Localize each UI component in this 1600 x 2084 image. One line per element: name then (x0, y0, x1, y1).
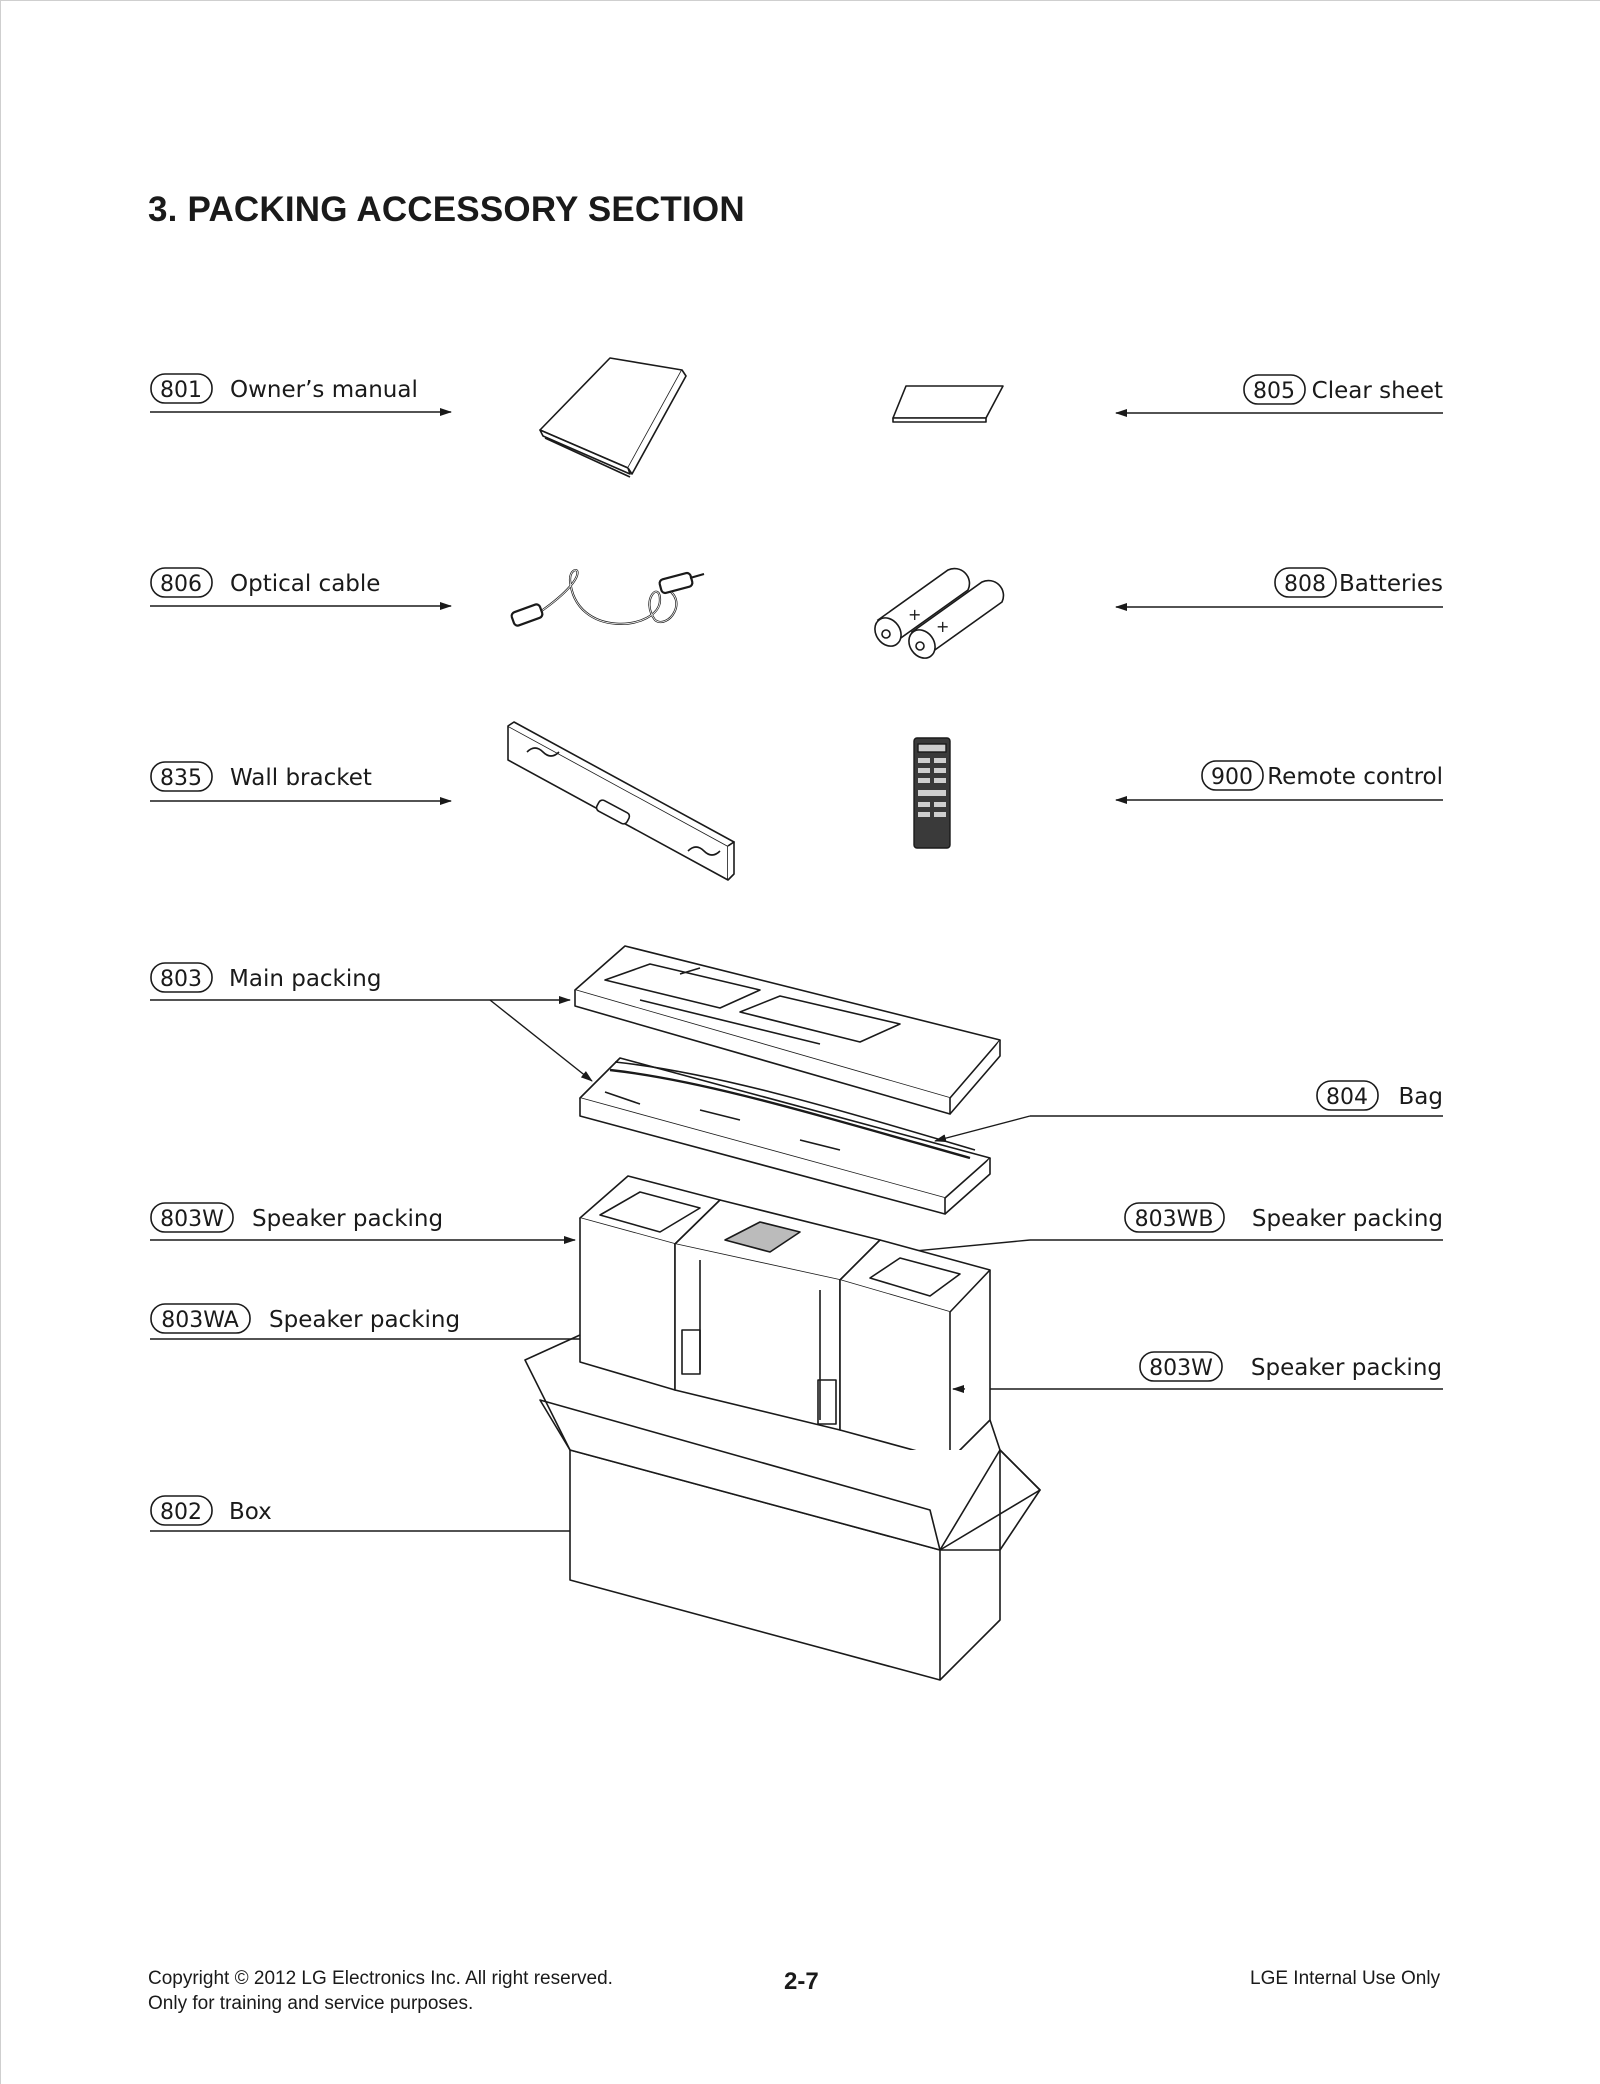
callout-code: 801 (160, 378, 202, 403)
speaker-packing-illustration (579, 1175, 991, 1461)
svg-text:+: + (908, 605, 921, 624)
main-packing-top-illustration (574, 945, 1001, 1115)
footer-purpose: Only for training and service purposes. (148, 1993, 474, 2014)
callout-label: Batteries (1339, 571, 1443, 597)
callout-label: Speaker packing (269, 1307, 460, 1333)
callout-code-badge (1124, 1202, 1225, 1233)
callout-label: Box (229, 1499, 272, 1525)
page-title: 3. PACKING ACCESSORY SECTION (148, 190, 745, 229)
callout-code-badge (1316, 1080, 1379, 1111)
callout-802-box: 802 Box (150, 1495, 649, 1535)
callout-label: Bag (1399, 1084, 1443, 1110)
clear-sheet-illustration (892, 385, 1004, 423)
callout-code: 803WA (161, 1308, 239, 1333)
footer-internal-use: LGE Internal Use Only (1250, 1968, 1441, 1989)
svg-text:+: + (936, 617, 949, 636)
callout-label: Main packing (229, 966, 381, 992)
page-number: 2-7 (784, 1968, 819, 1995)
callout-code: 900 (1211, 765, 1253, 790)
callout-code: 803W (160, 1207, 224, 1232)
main-packing-bottom-illustration (579, 1057, 991, 1215)
callout-code: 806 (160, 572, 202, 597)
callout-label: Speaker packing (252, 1206, 443, 1232)
optical-cable-illustration (510, 568, 705, 627)
callout-806-optical-cable: 806 Optical cable (150, 567, 452, 610)
callout-805-clear-sheet: 805 Clear sheet (1115, 374, 1443, 417)
page-border-top (0, 0, 1600, 1)
callout-code-badge (1201, 760, 1264, 791)
callout-code-badge (150, 1495, 213, 1526)
callout-code-badge (150, 567, 213, 598)
callout-code: 805 (1253, 379, 1295, 404)
callout-code: 803W (1149, 1356, 1213, 1381)
callout-code: 803WB (1135, 1207, 1214, 1232)
callout-801-owners-manual: 801 Owner’s manual (150, 373, 452, 416)
callout-code-badge (1243, 374, 1306, 405)
callout-code-badge (150, 1202, 234, 1233)
callout-code-badge (150, 761, 213, 792)
footer-copyright: Copyright © 2012 LG Electronics Inc. All… (148, 1968, 613, 1989)
callout-code: 808 (1284, 572, 1326, 597)
callout-835-wall-bracket: 835 Wall bracket (150, 761, 452, 805)
callout-code-badge (1274, 567, 1337, 598)
remote-control-illustration (913, 737, 951, 849)
box-illustration (524, 1334, 1041, 1681)
callout-808-batteries: 808 Batteries (1115, 567, 1443, 611)
leader-line-tip (934, 1115, 1031, 1143)
callout-code: 804 (1326, 1085, 1368, 1110)
callout-803w-speaker-packing-left: 803W Speaker packing (150, 1202, 576, 1244)
callout-label: Clear sheet (1312, 378, 1443, 404)
leader-line-branch (489, 999, 593, 1082)
callout-803wa-speaker-packing: 803WA Speaker packing (150, 1303, 698, 1343)
callout-code-badge (150, 373, 213, 404)
page-border-left (0, 0, 1, 2084)
callout-code-badge (1139, 1351, 1223, 1382)
wall-bracket-illustration (507, 721, 735, 881)
callout-label: Speaker packing (1251, 1355, 1442, 1381)
callout-label: Remote control (1267, 764, 1443, 790)
callout-label: Optical cable (230, 571, 380, 597)
batteries-illustration: + + (874, 567, 1005, 659)
callout-code: 803 (160, 967, 202, 992)
owners-manual-illustration (539, 357, 687, 478)
callout-804-bag: 804 Bag (934, 1080, 1443, 1143)
callout-label: Speaker packing (1252, 1206, 1443, 1232)
callout-803w-speaker-packing-right: 803W Speaker packing (952, 1351, 1443, 1393)
callout-label: Owner’s manual (230, 377, 418, 403)
callout-code-badge (150, 1303, 251, 1334)
callout-900-remote-control: 900 Remote control (1115, 760, 1443, 804)
callout-code-badge (150, 962, 213, 993)
callout-803-main-packing: 803 Main packing (150, 962, 593, 1082)
callout-label: Wall bracket (230, 765, 372, 791)
callout-code: 835 (160, 766, 202, 791)
callout-803wb-speaker-packing: 803WB Speaker packing (872, 1202, 1443, 1258)
callout-code: 802 (160, 1500, 202, 1525)
